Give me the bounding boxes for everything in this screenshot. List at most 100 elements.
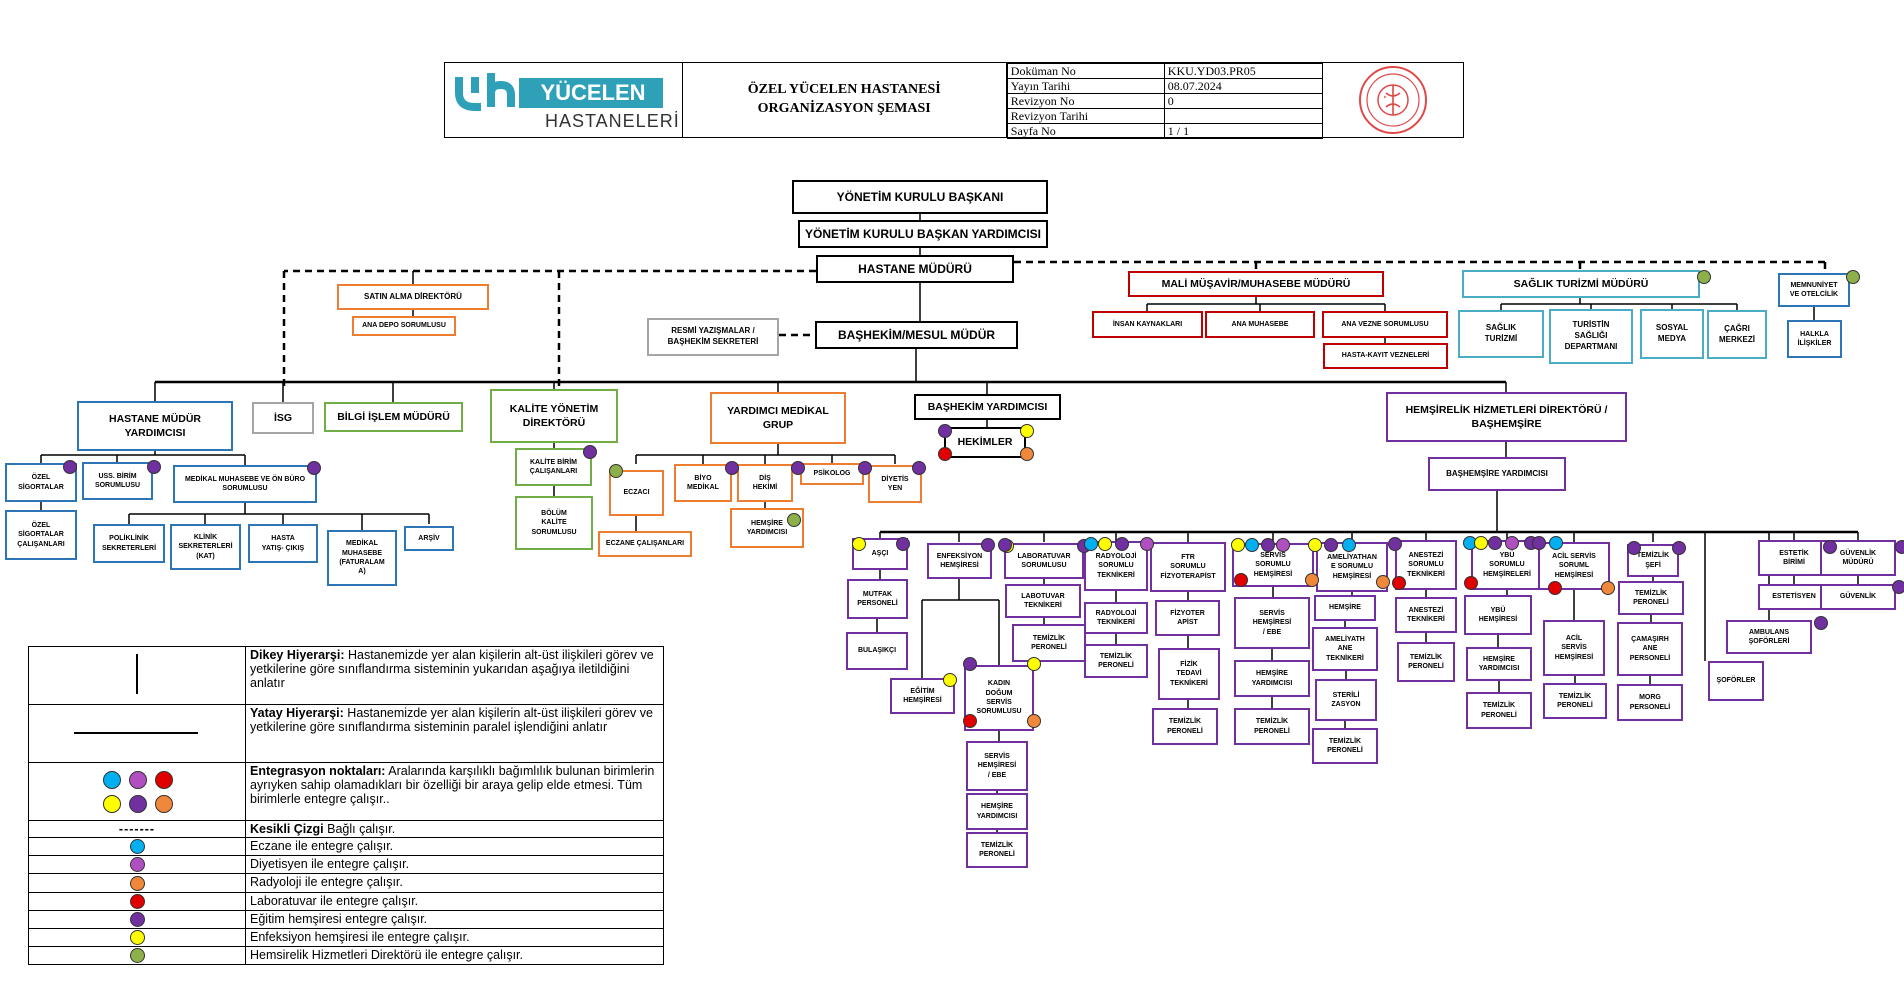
integration-dot-icon xyxy=(896,537,910,551)
doc-info-label: Revizyon No xyxy=(1006,93,1165,109)
org-node-ozelsigcal: ÖZEL SİGORTALAR ÇALIŞANLARI xyxy=(5,510,77,560)
org-node-kalite: KALİTE YÖNETİM DİREKTÖRÜ xyxy=(490,389,618,443)
integration-dots-icon xyxy=(103,770,173,813)
integration-dot-icon xyxy=(787,513,801,527)
org-node-ambul: AMBULANS ŞOFÖRLERİ xyxy=(1726,620,1812,654)
org-node-labtem: TEMİZLİK PERONELİ xyxy=(1012,624,1086,662)
org-node-yatis: HASTA YATIŞ- ÇIKIŞ xyxy=(248,524,318,563)
org-node-dis: DİŞ HEKİMİ xyxy=(737,464,793,502)
legend-label: Entegrasyon noktaları: xyxy=(250,764,386,778)
legend-text: Diyetisyen ile entegre çalışır. xyxy=(245,855,664,875)
org-node-fizik: FİZİK TEDAVİ TEKNİKERİ xyxy=(1158,648,1220,700)
doc-info-value: KKU.YD03.PR05 xyxy=(1163,63,1324,79)
legend-text: Hemsirelik Hizmetleri Direktörü ile ente… xyxy=(245,946,664,966)
org-node-st1: SAĞLIK TURİZMİ xyxy=(1458,310,1544,358)
integration-dot-icon xyxy=(1234,573,1248,587)
org-node-halkla: HALKLA İLİŞKİLER xyxy=(1787,320,1842,358)
org-node-acilhem: ACİL SERVİS HEMŞİRESİ xyxy=(1543,620,1605,676)
org-node-uss: USS. BİRİM SORUMLUSU xyxy=(82,462,153,500)
yh-logo-icon xyxy=(455,73,663,111)
integration-dot-icon xyxy=(938,447,952,461)
integration-dot-icon xyxy=(1324,538,1338,552)
integration-dot-icon xyxy=(1020,424,1034,438)
org-node-resmi: RESMİ YAZIŞMALAR / BAŞHEKİM SEKRETERİ xyxy=(647,318,779,356)
legend-dot-cell xyxy=(28,946,246,966)
legend-row-dot: Radyoloji ile entegre çalışır. xyxy=(28,873,664,893)
org-node-tempers: TEMİZLİK PERONELİ xyxy=(1618,581,1684,615)
integration-dot-icon xyxy=(1846,270,1860,284)
legend-dot-cell xyxy=(28,928,246,948)
org-node-ykby: YÖNETİM KURULU BAŞKAN YARDIMCISI xyxy=(798,220,1048,248)
integration-dot-icon xyxy=(1895,540,1904,554)
org-node-st3: SOSYAL MEDYA xyxy=(1640,309,1704,359)
integration-dot-icon xyxy=(583,445,597,459)
org-node-fizyo: FİZYOTER APİST xyxy=(1155,600,1220,636)
integration-dot-icon xyxy=(981,538,995,552)
logo-subtitle: HASTANELERİ xyxy=(545,111,680,131)
org-node-ameltem: TEMİZLİK PERONELİ xyxy=(1312,728,1378,764)
org-node-ybuyrd: HEMŞİRE YARDIMCISI xyxy=(1466,647,1532,681)
integration-dot-icon xyxy=(1261,538,1275,552)
legend-dot-cell xyxy=(28,836,246,857)
integration-dot-icon xyxy=(1697,270,1711,284)
integration-dot-icon xyxy=(1548,581,1562,595)
integration-dot-icon xyxy=(1376,575,1390,589)
integration-dot-icon xyxy=(1098,537,1112,551)
org-node-kdserv: SERVİS HEMŞİRESİ / EBE xyxy=(966,741,1028,791)
org-node-steril: STERİLİ ZASYON xyxy=(1315,679,1377,721)
legend-text: Radyoloji ile entegre çalışır. xyxy=(245,873,664,893)
legend-row-vertical: Dikey Hiyerarşi: Hastanemizde yer alan k… xyxy=(28,646,664,705)
integration-dot-icon xyxy=(1305,573,1319,587)
legend-row-dot: Diyetisyen ile entegre çalışır. xyxy=(28,855,664,875)
integration-dot-icon xyxy=(1488,536,1502,550)
org-node-mutfak: MUTFAK PERSONELİ xyxy=(847,579,908,619)
org-node-ameltek: AMELİYATH ANE TEKNİKERİ xyxy=(1312,627,1378,671)
org-node-hm: HASTANE MÜDÜRÜ xyxy=(816,255,1014,283)
legend-label: Yatay Hiyerarşi: xyxy=(250,706,344,720)
integration-dot-icon xyxy=(1474,536,1488,550)
legend-text: Bağlı çalışır. xyxy=(323,822,396,836)
org-node-labtek: LABOTUVAR TEKNİKERİ xyxy=(1005,584,1081,618)
legend-row-dot: Laboratuvar ile entegre çalışır. xyxy=(28,891,664,911)
integration-dot-icon xyxy=(791,461,805,475)
org-node-servtem: TEMİZLİK PERONELİ xyxy=(1234,708,1310,745)
org-node-hekimler: HEKİMLER xyxy=(944,427,1026,458)
integration-dot-icon xyxy=(1505,536,1519,550)
org-node-eczcal: ECZANE ÇALIŞANLARI xyxy=(598,531,692,557)
org-node-anamuh: ANA MUHASEBE xyxy=(1205,311,1315,338)
integration-dot-icon xyxy=(129,893,145,909)
integration-dot-icon xyxy=(1672,541,1686,555)
org-node-satin: SATIN ALMA DİREKTÖRÜ xyxy=(337,284,489,310)
integration-dot-icon xyxy=(129,857,145,873)
integration-dot-icon xyxy=(1027,657,1041,671)
org-node-servhem: SERVİS HEMŞİRESİ / EBE xyxy=(1234,597,1310,649)
integration-dot-icon xyxy=(307,461,321,475)
org-node-ozelsig: ÖZEL SİGORTALAR xyxy=(5,463,77,502)
integration-dot-icon xyxy=(852,537,866,551)
org-node-kayit: HASTA-KAYIT VEZNELERİ xyxy=(1323,343,1448,369)
org-node-anestek: ANESTEZİ TEKNİKERİ xyxy=(1395,597,1457,633)
org-node-guvenlik: GÜVENLİK xyxy=(1820,584,1896,610)
integration-dot-icon xyxy=(1231,538,1245,552)
integration-dot-icon xyxy=(1020,447,1034,461)
legend-row-dot: Hemsirelik Hizmetleri Direktörü ile ente… xyxy=(28,946,664,966)
legend-text: Eğitim hemşiresi entegre çalışır. xyxy=(245,909,664,930)
org-node-psikolog: PSİKOLOG xyxy=(800,463,864,485)
org-node-vezne: ANA VEZNE SORUMLUSU xyxy=(1322,311,1448,338)
org-node-biyo: BİYO MEDİKAL xyxy=(674,464,732,502)
org-node-labsor: LABORATUVAR SORUMLUSU xyxy=(1004,543,1084,579)
org-node-ybutem: TEMİZLİK PERONELİ xyxy=(1466,692,1532,729)
org-node-isg: İSG xyxy=(252,402,314,434)
integration-dot-icon xyxy=(912,461,926,475)
org-node-arsiv: ARŞİV xyxy=(404,526,454,551)
org-node-st4: ÇAĞRI MERKEZİ xyxy=(1707,310,1767,359)
org-node-ymg: YARDIMCI MEDİKAL GRUP xyxy=(710,392,846,444)
legend-text: Eczane ile entegre çalışır. xyxy=(245,836,664,857)
org-node-kalcal: KALİTE BİRİM ÇALIŞANLARI xyxy=(515,448,592,486)
org-node-bilgi: BİLGİ İŞLEM MÜDÜRÜ xyxy=(324,402,463,432)
integration-dot-icon xyxy=(609,464,623,478)
